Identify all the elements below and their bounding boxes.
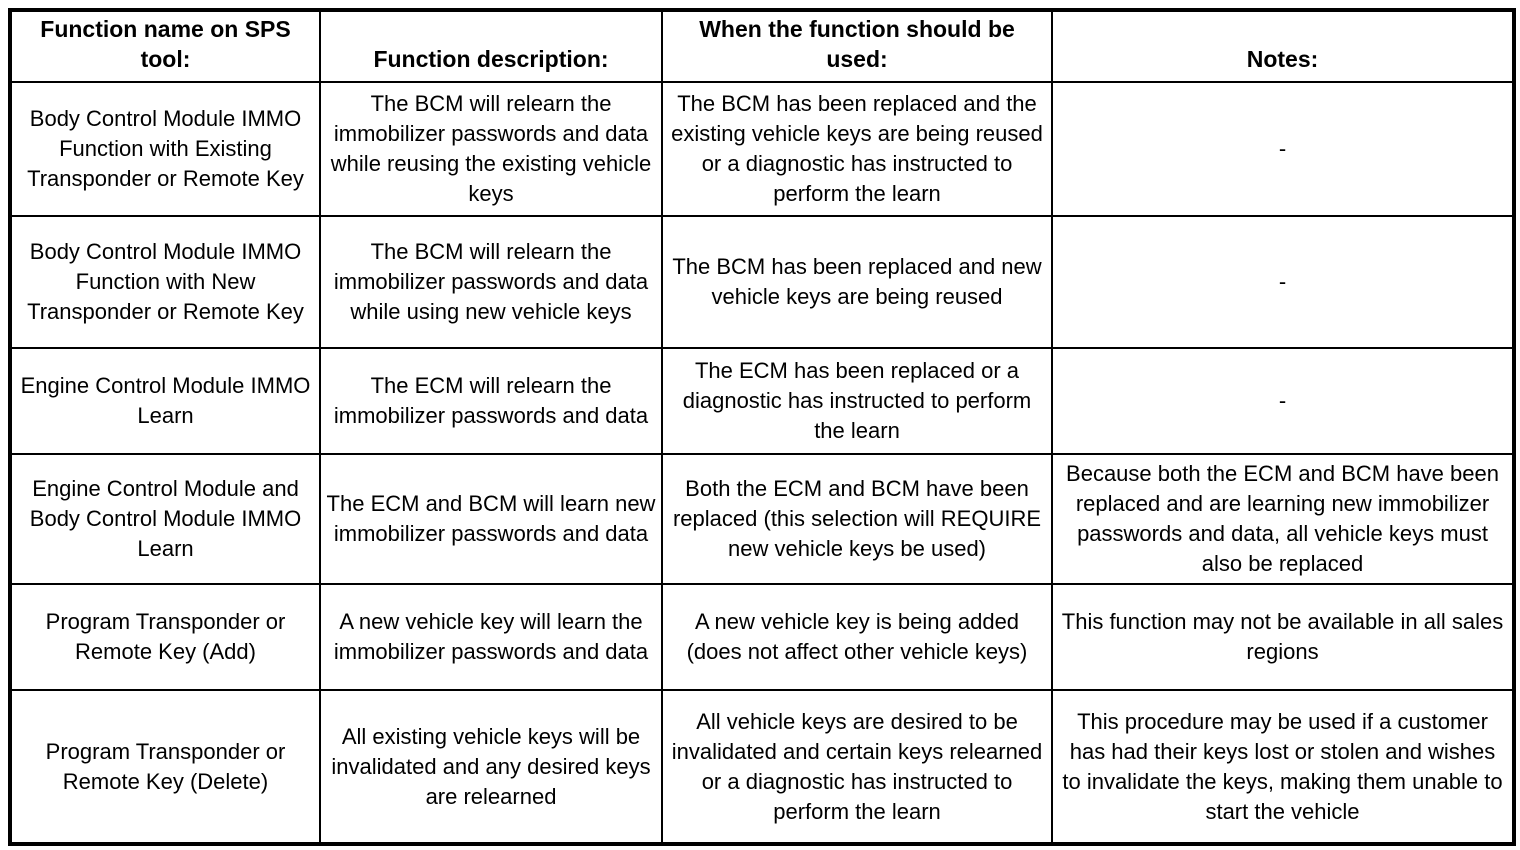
- table-cell-notes: This function may not be available in al…: [1051, 583, 1515, 691]
- sps-functions-table: Function name on SPS tool:Function descr…: [8, 8, 1516, 846]
- table-cell-notes: -: [1051, 347, 1515, 455]
- table-cell-description: A new vehicle key will learn the immobil…: [319, 583, 663, 691]
- table-cell-description: All existing vehicle keys will be invali…: [319, 689, 663, 845]
- table-cell-description: The ECM and BCM will learn new immobiliz…: [319, 453, 663, 585]
- table-cell-function-name: Body Control Module IMMO Function with N…: [9, 215, 321, 349]
- table-cell-function-name: Body Control Module IMMO Function with E…: [9, 81, 321, 217]
- table-row: Body Control Module IMMO Function with E…: [9, 81, 1515, 217]
- table-cell-notes: Because both the ECM and BCM have been r…: [1051, 453, 1515, 585]
- table-cell-when-used: The BCM has been replaced and the existi…: [661, 81, 1053, 217]
- table-body: Body Control Module IMMO Function with E…: [9, 81, 1515, 845]
- table-cell-notes: -: [1051, 215, 1515, 349]
- table-row: Body Control Module IMMO Function with N…: [9, 215, 1515, 349]
- table-cell-when-used: The ECM has been replaced or a diagnosti…: [661, 347, 1053, 455]
- column-header: Function name on SPS tool:: [9, 9, 321, 83]
- table-row: Program Transponder or Remote Key (Delet…: [9, 689, 1515, 845]
- table-cell-function-name: Engine Control Module IMMO Learn: [9, 347, 321, 455]
- table-row: Engine Control Module and Body Control M…: [9, 453, 1515, 585]
- column-header: Function description:: [319, 9, 663, 83]
- column-header: Notes:: [1051, 9, 1515, 83]
- table-cell-function-name: Program Transponder or Remote Key (Add): [9, 583, 321, 691]
- table-cell-when-used: All vehicle keys are desired to be inval…: [661, 689, 1053, 845]
- table-cell-description: The ECM will relearn the immobilizer pas…: [319, 347, 663, 455]
- header-row: Function name on SPS tool:Function descr…: [9, 9, 1515, 83]
- table-cell-when-used: Both the ECM and BCM have been replaced …: [661, 453, 1053, 585]
- column-header: When the function should be used:: [661, 9, 1053, 83]
- table-cell-function-name: Program Transponder or Remote Key (Delet…: [9, 689, 321, 845]
- table-cell-when-used: The BCM has been replaced and new vehicl…: [661, 215, 1053, 349]
- table-cell-description: The BCM will relearn the immobilizer pas…: [319, 215, 663, 349]
- table-cell-notes: -: [1051, 81, 1515, 217]
- table-cell-description: The BCM will relearn the immobilizer pas…: [319, 81, 663, 217]
- table-row: Program Transponder or Remote Key (Add)A…: [9, 583, 1515, 691]
- table-cell-notes: This procedure may be used if a customer…: [1051, 689, 1515, 845]
- table-cell-when-used: A new vehicle key is being added (does n…: [661, 583, 1053, 691]
- table-cell-function-name: Engine Control Module and Body Control M…: [9, 453, 321, 585]
